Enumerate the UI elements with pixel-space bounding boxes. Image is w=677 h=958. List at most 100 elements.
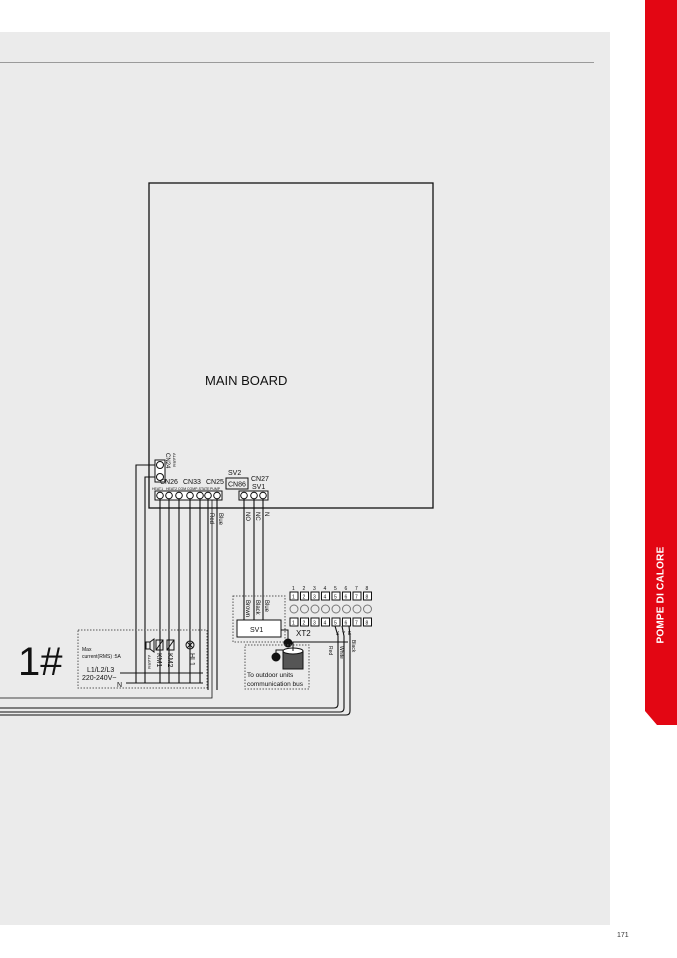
unit-label: 1# — [18, 640, 63, 684]
bus-label-black: Black — [350, 640, 356, 653]
xt2-terminal-top — [310, 591, 320, 601]
board-wires — [135, 464, 264, 690]
sv1-dashed-box — [232, 595, 286, 643]
bus-label-white: White — [338, 646, 344, 659]
sv1-ground-wire — [281, 629, 289, 640]
cn26-label: CN26 — [160, 479, 178, 486]
wire-label-black: Black — [254, 600, 260, 616]
xt2-screw — [342, 604, 351, 614]
alarm-label: ALARM — [172, 453, 177, 467]
main-board — [148, 182, 434, 509]
xt2-terminal-top — [331, 591, 341, 601]
sv1-box — [236, 619, 282, 638]
xt2-terminal-top — [342, 591, 351, 601]
load-km2-label: KM2 — [166, 653, 173, 668]
cn27-label: CN27 — [251, 476, 269, 483]
xt2-terminal-top — [352, 591, 362, 601]
cn86-box — [225, 477, 249, 490]
cn25-label: CN25 — [206, 479, 224, 486]
xt2-terminal-top — [321, 591, 330, 601]
page-number: 171 — [617, 932, 629, 939]
wire-label-red: Red — [208, 513, 214, 524]
xt2-terminal-bottom — [289, 617, 299, 627]
xt2-terminal-bottom — [321, 617, 330, 627]
power-lines — [120, 672, 203, 684]
ground-wire — [275, 649, 283, 653]
load-alarm-label: ALARM — [147, 655, 152, 669]
phases-label: L1/L2/L3 — [87, 667, 114, 674]
load-symbols — [145, 638, 195, 653]
cn24-terminals — [154, 459, 166, 483]
xt2-terminal-top — [363, 591, 372, 601]
load-hl1-label: HL1 — [188, 653, 195, 666]
bus-label-red: Red — [327, 646, 333, 655]
xt2-terminal-bottom-number: 5 — [334, 621, 337, 627]
xt2-top-number: 6 — [345, 586, 348, 592]
ground-dot — [283, 638, 293, 648]
diagram-panel — [0, 32, 610, 925]
xt2-terminal-bottom — [352, 617, 362, 627]
bus-x-label: X — [336, 631, 340, 637]
xt2-terminal-bottom-number: 7 — [355, 621, 358, 627]
xt2-terminal-top-number: 3 — [313, 595, 316, 601]
pump-label: PUMP — [210, 487, 221, 491]
max-current-label: Max — [82, 647, 92, 653]
xt2-screw — [321, 604, 330, 614]
header-rule — [0, 62, 594, 63]
cn27-terminals — [238, 490, 269, 501]
coil-wire — [292, 641, 348, 651]
main-board-label: MAIN BOARD — [205, 373, 287, 388]
sv1-label: SV1 — [250, 627, 263, 634]
wire-label-no: NO — [244, 512, 250, 521]
outdoor-line1: To outdoor units — [247, 672, 294, 679]
xt2-terminal-bottom-number: 3 — [313, 621, 316, 627]
xt2-terminal-bottom-number: 4 — [324, 621, 327, 627]
sv1-connector-label: SV1 — [252, 484, 265, 491]
cn33-label: CN33 — [183, 479, 201, 486]
ground-dot-2 — [271, 652, 281, 662]
bus-wires — [0, 500, 351, 716]
xt2-terminal-top-number: 1 — [292, 595, 295, 601]
load-box — [77, 629, 208, 689]
xt2-terminal-top-number: 7 — [355, 595, 358, 601]
neutral-label: N — [117, 682, 122, 689]
cn24-label: CN24 — [164, 453, 170, 469]
xt2-terminal-bottom-number: 8 — [366, 621, 369, 627]
wire-label-n: N — [263, 512, 269, 516]
xt2-terminal-bottom — [310, 617, 320, 627]
xt2-terminal-bottom-number: 6 — [345, 621, 348, 627]
xt2-terminal-top — [289, 591, 299, 601]
xt2-label: XT2 — [296, 629, 311, 638]
xt2-screw — [289, 604, 299, 614]
xt2-top-number: 8 — [366, 586, 369, 592]
wire-label-blue: Blue — [217, 513, 223, 526]
load-km1-label: KM1 — [155, 653, 162, 668]
xt2-terminal-top-number: 6 — [345, 595, 348, 601]
xt2-terminal-top-number: 8 — [366, 595, 369, 601]
xt2-screw — [363, 604, 372, 614]
xt2-terminal-bottom — [363, 617, 372, 627]
xt2-terminal-bottom-number: 2 — [303, 621, 306, 627]
xt2-terminal-bottom — [300, 617, 309, 627]
xt2-top-number: 3 — [313, 586, 316, 592]
heat1-label: HEAT1 — [152, 487, 163, 491]
comp-state-label: COMP-STATE — [187, 487, 210, 491]
xt2-terminal-bottom — [331, 617, 341, 627]
xt2-terminal-top — [300, 591, 309, 601]
sv2-label: SV2 — [228, 470, 241, 477]
heat2-com-label: HEAT2 COM — [166, 487, 186, 491]
xt2-terminal-top-number: 5 — [334, 595, 337, 601]
xt2-top-number: 2 — [303, 586, 306, 592]
voltage-label: 220-240V~ — [82, 675, 116, 682]
max-current-value: current(RMS) :5A — [82, 654, 122, 660]
xt2-screw — [310, 604, 320, 614]
xt2-terminal-top-number: 4 — [324, 595, 327, 601]
xt2-terminal-top-number: 2 — [303, 595, 306, 601]
xt2-top-number: 5 — [334, 586, 337, 592]
xt2-terminal-bottom-number: 1 — [292, 621, 295, 627]
xt2-screw — [300, 604, 309, 614]
xt2-screw — [352, 604, 362, 614]
side-tab: POMPE DI CALORE — [645, 0, 677, 725]
